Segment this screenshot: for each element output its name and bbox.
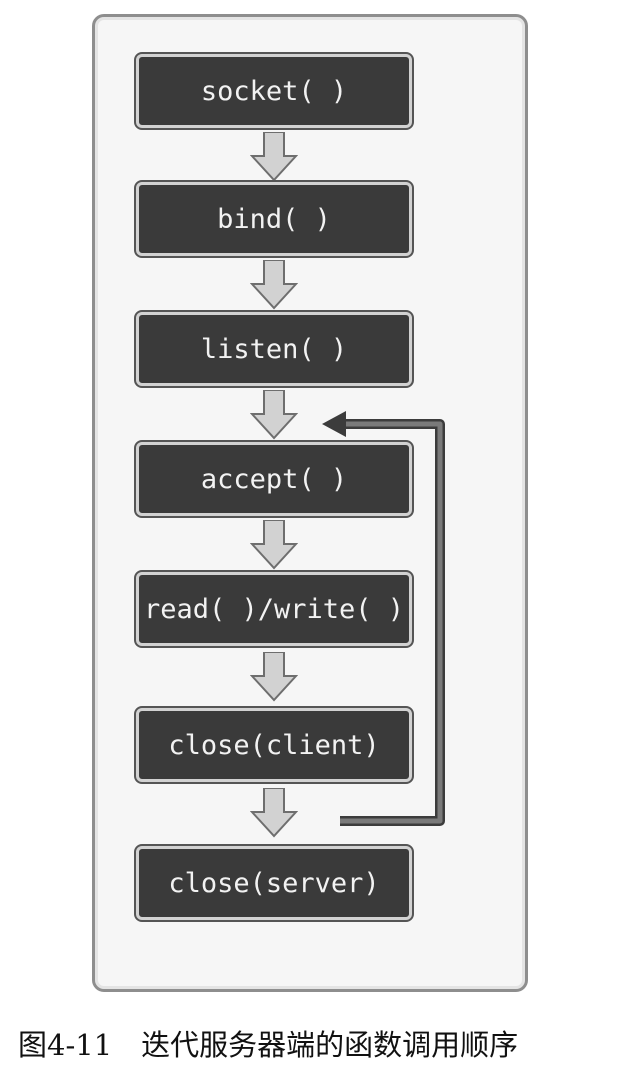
down-arrow-icon bbox=[250, 132, 298, 182]
step-close-server: close(server) bbox=[136, 846, 412, 920]
down-arrow-icon bbox=[250, 788, 298, 838]
step-close-client: close(client) bbox=[136, 708, 412, 782]
step-socket: socket( ) bbox=[136, 54, 412, 128]
step-bind: bind( ) bbox=[136, 182, 412, 256]
step-accept: accept( ) bbox=[136, 442, 412, 516]
down-arrow-icon bbox=[250, 520, 298, 570]
step-listen: listen( ) bbox=[136, 312, 412, 386]
down-arrow-icon bbox=[250, 260, 298, 310]
step-read-write: read( )/write( ) bbox=[136, 572, 412, 646]
down-arrow-icon bbox=[250, 652, 298, 702]
down-arrow-icon bbox=[250, 390, 298, 440]
figure-caption: 图4-11 迭代服务器端的函数调用顺序 bbox=[18, 1028, 519, 1062]
